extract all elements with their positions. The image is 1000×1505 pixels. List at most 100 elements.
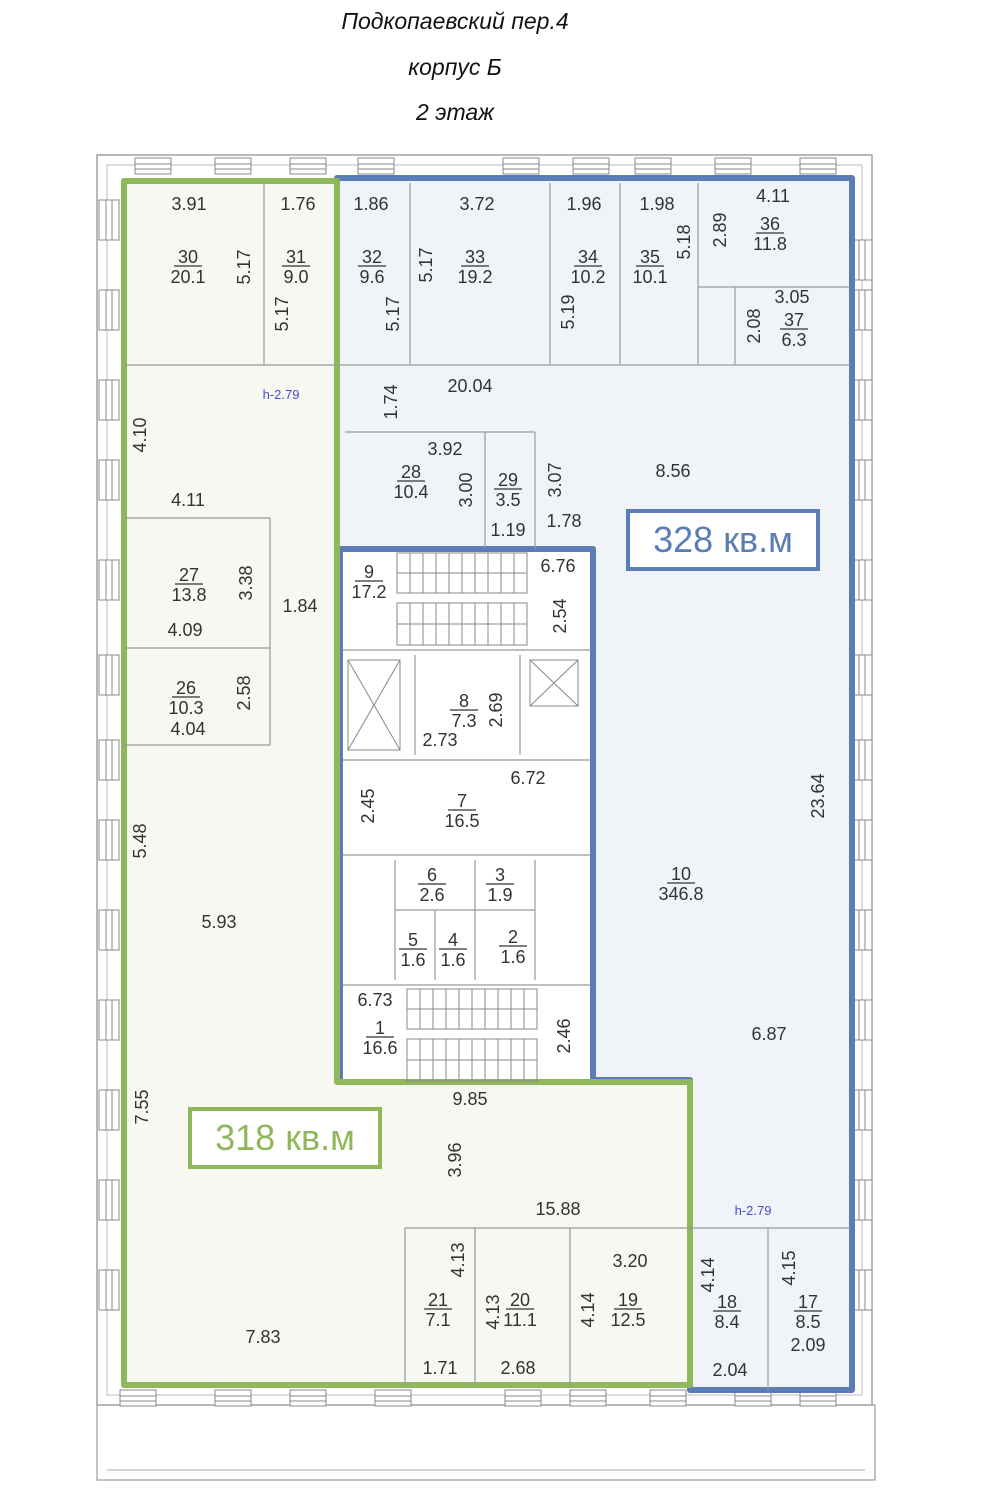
dimension-label: 5.19 [558, 294, 578, 329]
room-label-3: 31.9 [486, 865, 514, 905]
room-number: 18 [717, 1292, 737, 1312]
zone-328-area-badge: 328 кв.м [626, 509, 820, 571]
window [504, 1389, 542, 1407]
zone-318-area-label: 318 кв.м [215, 1117, 355, 1158]
room-area: 19.2 [457, 267, 492, 287]
dimension-label: 1.19 [490, 520, 525, 540]
window [649, 1389, 687, 1407]
room-label-31: 319.0 [282, 247, 310, 287]
room-area: 12.5 [610, 1310, 645, 1330]
room-label-9: 917.2 [351, 562, 386, 602]
room-number: 27 [179, 565, 199, 585]
room-area: 10.2 [570, 267, 605, 287]
window [98, 199, 120, 241]
room-area: 1.6 [500, 947, 525, 967]
dimension-label: 1.71 [422, 1358, 457, 1378]
window [98, 739, 120, 781]
zone-318-area-badge: 318 кв.м [188, 1107, 382, 1169]
room-area: 11.1 [503, 1310, 537, 1330]
room-label-18: 188.4 [713, 1292, 741, 1332]
room-area: 20.1 [170, 267, 205, 287]
window [98, 459, 120, 501]
room-number: 35 [640, 247, 660, 267]
room-area: 2.6 [419, 885, 444, 905]
dimension-label: 3.72 [459, 194, 494, 214]
window [851, 379, 873, 421]
dimension-label: 5.17 [272, 296, 292, 331]
dimension-label: 1.74 [381, 384, 401, 419]
room-number: 9 [364, 562, 374, 582]
elevator-shaft [347, 659, 401, 751]
dimension-label: 15.88 [535, 1199, 580, 1219]
room-label-21: 217.1 [424, 1290, 452, 1330]
ceiling-height-label: h-2.79 [735, 1203, 772, 1218]
room-number: 26 [176, 678, 196, 698]
room-area: 1.9 [487, 885, 512, 905]
window [851, 819, 873, 861]
room-number: 28 [401, 462, 421, 482]
dimension-label: 2.46 [554, 1018, 574, 1053]
room-number: 21 [428, 1290, 448, 1310]
room-number: 37 [784, 310, 804, 330]
dimension-label: 5.48 [130, 823, 150, 858]
room-area: 13.8 [171, 585, 206, 605]
dimension-label: 5.17 [416, 247, 436, 282]
room-number: 31 [286, 247, 306, 267]
room-area: 16.6 [362, 1038, 397, 1058]
room-area: 7.3 [451, 711, 476, 731]
window [98, 289, 120, 331]
dimension-label: 3.20 [612, 1251, 647, 1271]
zone-318-outline[interactable] [121, 178, 693, 1388]
dimension-label: 3.92 [427, 439, 462, 459]
room-number: 36 [760, 214, 780, 234]
window [98, 1269, 120, 1311]
dimension-label: 5.93 [201, 912, 236, 932]
plan-floor: 2 этаж [415, 99, 494, 125]
room-number: 2 [508, 927, 518, 947]
dimension-label: 1.86 [353, 194, 388, 214]
dimension-label: 3.07 [545, 462, 565, 497]
window [98, 909, 120, 951]
room-labels: 3020.1319.0329.63319.23410.23510.13611.8… [168, 214, 822, 1332]
room-number: 10 [671, 864, 691, 884]
room-area: 11.8 [753, 234, 787, 254]
dimension-label: 6.72 [510, 768, 545, 788]
dimension-label: 4.13 [448, 1242, 468, 1277]
room-area: 7.1 [425, 1310, 450, 1330]
room-label-17: 178.5 [794, 1292, 822, 1332]
dimension-label: 2.68 [500, 1358, 535, 1378]
dimension-label: 7.55 [132, 1089, 152, 1124]
room-number: 7 [457, 791, 467, 811]
room-area: 8.4 [714, 1312, 739, 1332]
room-number: 30 [178, 247, 198, 267]
dimension-label: 2.58 [234, 675, 254, 710]
dimension-label: 4.11 [171, 490, 205, 510]
room-number: 19 [618, 1290, 638, 1310]
zone-328-area-label: 328 кв.м [653, 519, 793, 560]
plan-address: Подкопаевский пер.4 [341, 8, 569, 34]
window [98, 1179, 120, 1221]
dimension-label: 3.91 [171, 194, 206, 214]
room-area: 16.5 [444, 811, 479, 831]
room-area: 3.5 [495, 490, 520, 510]
room-number: 33 [465, 247, 485, 267]
window [799, 157, 837, 175]
window [714, 157, 752, 175]
dimension-label: 4.09 [167, 620, 202, 640]
dimension-label: 4.10 [130, 417, 150, 452]
window [851, 1089, 873, 1131]
dimension-label: 2.09 [790, 1335, 825, 1355]
window [134, 157, 172, 175]
room-number: 5 [408, 930, 418, 950]
dimension-label: 4.14 [698, 1257, 718, 1292]
dimension-label: 4.11 [756, 186, 790, 206]
